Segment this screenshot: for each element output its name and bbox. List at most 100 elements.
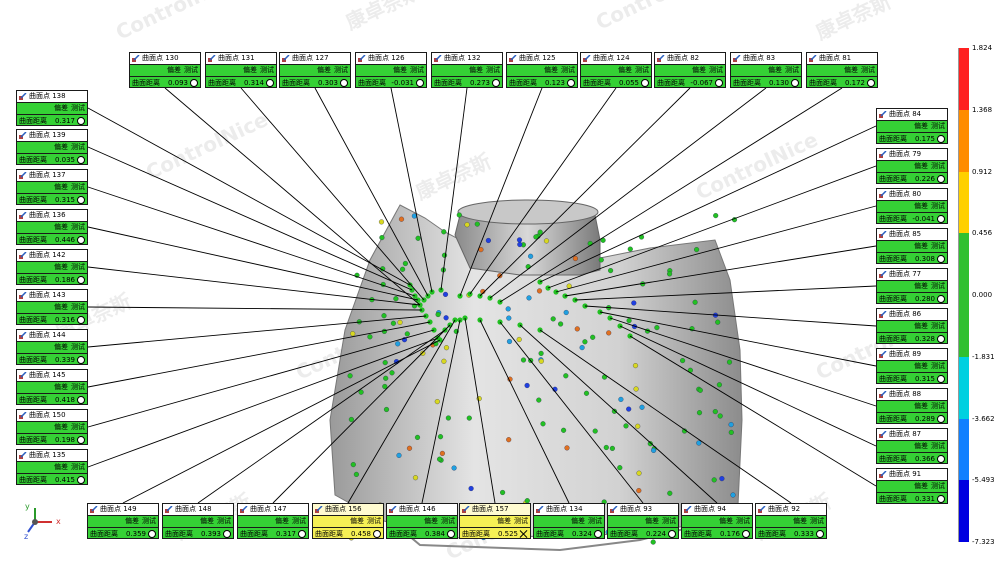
measurement-dot	[526, 295, 532, 301]
label-point-125[interactable]: 曲面点 125 偏差 测试 曲面距离 0.123	[506, 52, 578, 88]
label-point-137[interactable]: 曲面点 137 偏差 测试 曲面距离 0.315	[16, 169, 88, 205]
measurement-dot	[603, 444, 609, 451]
label-point-146[interactable]: 曲面点 146 偏差 测试 曲面距离 0.384	[386, 503, 458, 539]
label-point-149[interactable]: 曲面点 149 偏差 测试 曲面距离 0.359	[87, 503, 159, 539]
label-dev-header: 偏差	[54, 104, 68, 112]
label-value: -0.067	[690, 78, 713, 87]
label-title: 曲面点 86	[889, 310, 922, 318]
label-point-150[interactable]: 曲面点 150 偏差 测试 曲面距离 0.198	[16, 409, 88, 445]
label-point-77[interactable]: 曲面点 77 偏差 测试 曲面距离 0.280	[876, 268, 948, 304]
label-header: 曲面点 124	[581, 53, 651, 65]
label-point-94[interactable]: 曲面点 94 偏差 测试 曲面距离 0.176	[681, 503, 753, 539]
point-pin-icon	[19, 251, 27, 259]
label-dev-header: 偏差	[719, 517, 733, 525]
label-value-row: 曲面距离 0.446	[17, 234, 87, 244]
label-point-131[interactable]: 曲面点 131 偏差 测试 曲面距离 0.314	[205, 52, 277, 88]
measurement-dot	[574, 326, 580, 332]
label-dev-header: 偏差	[469, 66, 483, 74]
label-dev-header: 偏差	[571, 517, 585, 525]
label-point-93[interactable]: 曲面点 93 偏差 测试 曲面距离 0.224	[607, 503, 679, 539]
label-point-79[interactable]: 曲面点 79 偏差 测试 曲面距离 0.226	[876, 148, 948, 184]
axis-x-label: x	[56, 517, 61, 526]
label-point-88[interactable]: 曲面点 88 偏差 测试 曲面距离 0.289	[876, 388, 948, 424]
label-point-147[interactable]: 曲面点 147 偏差 测试 曲面距离 0.317	[237, 503, 309, 539]
label-point-144[interactable]: 曲面点 144 偏差 测试 曲面距离 0.339	[16, 329, 88, 365]
label-point-139[interactable]: 曲面点 139 偏差 测试 曲面距离 0.035	[16, 129, 88, 165]
label-dev-header: 偏差	[54, 423, 68, 431]
label-value: 0.289	[914, 414, 935, 423]
pass-circle-icon	[937, 415, 945, 423]
label-point-89[interactable]: 曲面点 89 偏差 测试 曲面距离 0.315	[876, 348, 948, 384]
leader-line-142	[87, 266, 421, 306]
label-header: 曲面点 143	[17, 290, 87, 302]
label-point-126[interactable]: 曲面点 126 偏差 测试 曲面距离 -0.031	[355, 52, 427, 88]
label-point-130[interactable]: 曲面点 130 偏差 测试 曲面距离 0.093	[129, 52, 201, 88]
label-point-138[interactable]: 曲面点 138 偏差 测试 曲面距离 0.317	[16, 90, 88, 126]
label-value: 0.226	[914, 174, 935, 183]
point-pin-icon	[19, 291, 27, 299]
label-point-92[interactable]: 曲面点 92 偏差 测试 曲面距离 0.333	[755, 503, 827, 539]
pass-circle-icon	[77, 316, 85, 324]
label-subheader: 偏差 测试	[17, 342, 87, 354]
label-point-85[interactable]: 曲面点 85 偏差 测试 曲面距离 0.308	[876, 228, 948, 264]
label-row-name: 曲面距离	[879, 454, 907, 463]
leader-line-132	[440, 87, 468, 291]
label-dev-header: 偏差	[914, 202, 928, 210]
label-subheader: 偏差 测试	[877, 401, 947, 413]
point-pin-icon	[879, 110, 887, 118]
label-point-124[interactable]: 曲面点 124 偏差 测试 曲面距离 0.055	[580, 52, 652, 88]
measurement-dot	[353, 471, 359, 477]
label-value: 0.224	[645, 529, 666, 538]
measurement-dot	[606, 330, 612, 336]
label-point-91[interactable]: 曲面点 91 偏差 测试 曲面距离 0.331	[876, 468, 948, 504]
label-value: 0.359	[125, 529, 146, 538]
label-point-135[interactable]: 曲面点 135 偏差 测试 曲面距离 0.415	[16, 449, 88, 485]
label-title: 曲面点 93	[620, 505, 653, 513]
measurement-dot	[667, 271, 673, 277]
label-title: 曲面点 85	[889, 230, 922, 238]
point-pin-icon	[389, 505, 397, 513]
label-subheader: 偏差 测试	[877, 201, 947, 213]
label-subheader: 偏差 测试	[581, 65, 651, 77]
label-point-134[interactable]: 曲面点 134 偏差 测试 曲面距离 0.324	[533, 503, 605, 539]
label-point-82[interactable]: 曲面点 82 偏差 测试 曲面距离 -0.067	[654, 52, 726, 88]
label-dev-header: 偏差	[167, 66, 181, 74]
label-point-81[interactable]: 曲面点 81 偏差 测试 曲面距离 0.172	[806, 52, 878, 88]
label-subheader: 偏差 测试	[608, 516, 678, 528]
label-test-header: 测试	[71, 423, 85, 431]
label-point-84[interactable]: 曲面点 84 偏差 测试 曲面距离 0.175	[876, 108, 948, 144]
label-dev-header: 偏差	[914, 482, 928, 490]
measurement-dot	[636, 488, 642, 494]
label-point-80[interactable]: 曲面点 80 偏差 测试 曲面距离 -0.041	[876, 188, 948, 224]
point-pin-icon	[536, 505, 544, 513]
label-point-127[interactable]: 曲面点 127 偏差 测试 曲面距离 0.303	[279, 52, 351, 88]
label-point-136[interactable]: 曲面点 136 偏差 测试 曲面距离 0.446	[16, 209, 88, 245]
leader-line-150	[87, 329, 435, 428]
label-title: 曲面点 82	[667, 54, 700, 62]
label-point-86[interactable]: 曲面点 86 偏差 测试 曲面距离 0.328	[876, 308, 948, 344]
label-title: 曲面点 124	[593, 54, 630, 62]
label-test-header: 测试	[931, 122, 945, 130]
label-point-83[interactable]: 曲面点 83 偏差 测试 曲面距离 0.130	[730, 52, 802, 88]
label-point-156[interactable]: 曲面点 156 偏差 测试 曲面距离 0.458	[312, 503, 384, 539]
scale-tick-label: 0.912	[972, 167, 993, 176]
leader-line-139	[87, 146, 413, 291]
label-point-132[interactable]: 曲面点 132 偏差 测试 曲面距离 0.273	[431, 52, 503, 88]
label-point-142[interactable]: 曲面点 142 偏差 测试 曲面距离 0.186	[16, 249, 88, 285]
label-point-157[interactable]: 曲面点 157 偏差 测试 曲面距离 0.525	[459, 503, 531, 539]
leader-line-94	[519, 324, 718, 504]
label-row-name: 曲面距离	[758, 529, 786, 538]
label-value-row: 曲面距离 0.317	[17, 115, 87, 125]
label-point-87[interactable]: 曲面点 87 偏差 测试 曲面距离 0.366	[876, 428, 948, 464]
label-test-header: 测试	[514, 517, 528, 525]
label-point-145[interactable]: 曲面点 145 偏差 测试 曲面距离 0.418	[16, 369, 88, 405]
measurement-dot	[561, 427, 567, 433]
label-point-143[interactable]: 曲面点 143 偏差 测试 曲面距离 0.316	[16, 289, 88, 325]
label-row-name: 曲面距离	[19, 116, 47, 125]
label-row-name: 曲面距离	[132, 78, 160, 87]
measurement-dot	[393, 296, 399, 302]
label-dev-header: 偏差	[914, 242, 928, 250]
label-point-148[interactable]: 曲面点 148 偏差 测试 曲面距离 0.393	[162, 503, 234, 539]
label-header: 曲面点 148	[163, 504, 233, 516]
